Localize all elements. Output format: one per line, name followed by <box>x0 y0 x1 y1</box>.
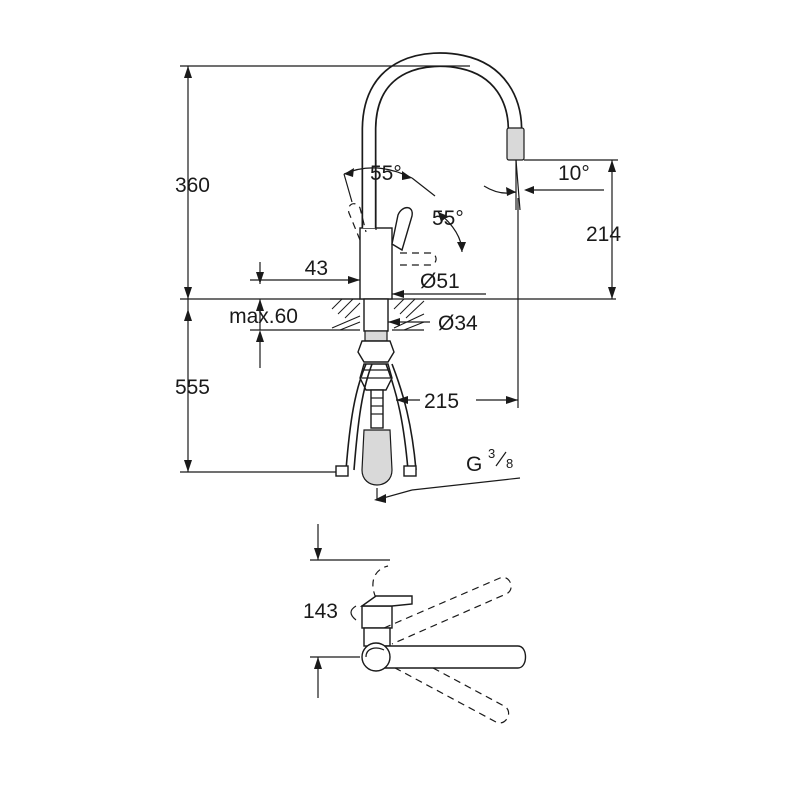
label-215: 215 <box>424 390 459 413</box>
spout-axis <box>515 159 521 211</box>
label-214: 214 <box>586 223 621 246</box>
label-max60: max.60 <box>229 305 298 328</box>
hose-left <box>345 363 367 471</box>
top-body <box>361 605 393 629</box>
label-lever-angle-right: 55° <box>432 207 464 230</box>
top-view: 143 <box>303 524 527 724</box>
top-lever <box>359 595 413 607</box>
faucet-shank <box>363 298 389 332</box>
lever-right-dashed <box>400 252 437 266</box>
label-143: 143 <box>303 600 338 623</box>
spout-swing-positions <box>383 576 512 724</box>
deck-hatch <box>330 298 425 331</box>
spray-head <box>506 127 525 161</box>
label-spout-angle: 10° <box>558 162 590 185</box>
hose-right <box>385 363 409 471</box>
hose-connector-right <box>403 465 417 477</box>
lever-left-dashed <box>347 203 367 241</box>
hose-weight <box>361 429 393 486</box>
lever-front <box>391 206 413 252</box>
lever-top-dashed <box>372 565 389 599</box>
label-thread-denominator: 8 <box>506 456 513 471</box>
lever-swing-arc <box>350 605 357 621</box>
label-lever-angle-left: 55° <box>370 162 402 185</box>
mounting-nut <box>357 340 395 363</box>
label-555: 555 <box>175 376 210 399</box>
faucet-body <box>359 227 393 300</box>
hose-connector-left <box>335 465 349 477</box>
label-360: 360 <box>175 174 210 197</box>
label-43: 43 <box>305 257 328 280</box>
label-diameter-51: Ø51 <box>420 270 460 293</box>
side-view: 360 43 max.60 555 55° 55° 10° 214 Ø51 Ø3… <box>175 52 621 503</box>
label-thread-g: G <box>466 453 482 476</box>
label-thread-numerator: 3 <box>488 446 495 461</box>
label-diameter-34: Ø34 <box>438 312 478 335</box>
thread-leader <box>411 477 521 491</box>
below-deck-assembly <box>335 330 417 500</box>
